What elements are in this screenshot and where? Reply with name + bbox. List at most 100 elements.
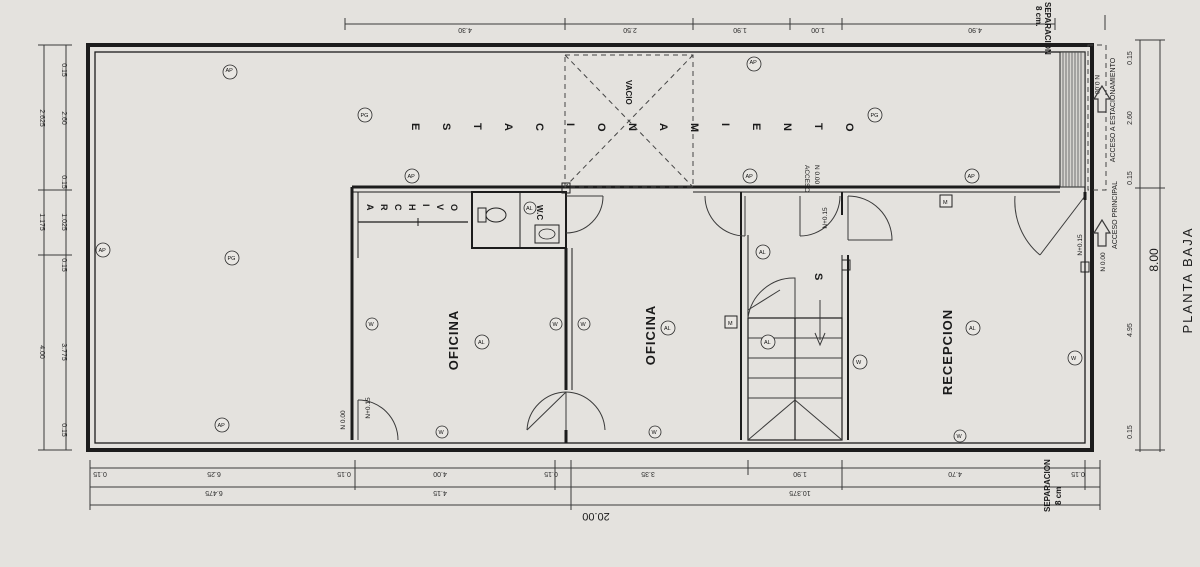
svg-text:W: W bbox=[553, 322, 559, 328]
dim-right-4: 4.95 bbox=[1127, 323, 1134, 337]
dim-left-6: 1.025 bbox=[60, 213, 67, 231]
tag-w-7: W bbox=[549, 317, 563, 331]
archivo-letter-7: O bbox=[449, 204, 459, 211]
svg-text:W: W bbox=[369, 322, 375, 328]
svg-text:AP: AP bbox=[408, 174, 416, 180]
dim-bottom-1: 0.15 bbox=[93, 470, 107, 477]
tag-w-3: W bbox=[435, 425, 449, 439]
svg-text:AP: AP bbox=[226, 68, 234, 74]
svg-text:W: W bbox=[1071, 356, 1077, 362]
doors bbox=[357, 192, 1087, 441]
svg-text:AL: AL bbox=[664, 326, 671, 332]
column-markers bbox=[561, 182, 1090, 273]
dim-bottom-4: 4.00 bbox=[433, 470, 447, 477]
tag-pg-3: PG bbox=[224, 250, 240, 266]
acceso-principal-label: ACCESO PRINCIPAL bbox=[1112, 181, 1119, 249]
vacio-void: VACIO bbox=[564, 54, 694, 188]
door-parking-3 bbox=[847, 195, 893, 241]
svg-text:W: W bbox=[652, 430, 658, 436]
plan-title: PLANTA BAJA bbox=[1180, 226, 1195, 333]
dims-bottom-row1: 0.15 6.25 0.15 4.00 0.15 3.35 1.90 4.70 … bbox=[93, 470, 1085, 477]
tag-ap-3: AP bbox=[95, 242, 111, 258]
dim-top-4: 1.00 bbox=[811, 26, 825, 33]
level-labels: ACCESO N 0.00 N+0.15 N+0.15 N+0.15 N 0.0… bbox=[340, 75, 1107, 430]
toilet-icon bbox=[485, 207, 507, 223]
level-n015-b: N+0.15 bbox=[365, 397, 372, 419]
svg-text:W: W bbox=[581, 322, 587, 328]
dim-left-1: 0.15 bbox=[60, 63, 67, 77]
dim-bottom2-1: 6.475 bbox=[205, 489, 223, 496]
access-arrows bbox=[1092, 84, 1112, 247]
vacio-label: VACIO bbox=[624, 80, 633, 105]
archivo-letter-2: R bbox=[379, 204, 389, 211]
tag-al-6: AL bbox=[523, 201, 537, 215]
tag-ap-1: AP bbox=[222, 64, 238, 80]
svg-text:W: W bbox=[957, 434, 963, 440]
dims-top: 4.30 2.50 1.90 1.00 4.90 bbox=[458, 26, 982, 33]
svg-text:AP: AP bbox=[746, 174, 754, 180]
svg-text:AL: AL bbox=[764, 340, 771, 346]
dim-left-7: 0.15 bbox=[60, 258, 67, 272]
tag-w-4: W bbox=[648, 425, 662, 439]
tag-al-2: AL bbox=[660, 320, 676, 336]
estac-letter-9: A bbox=[657, 123, 669, 131]
estac-letter-10: M bbox=[688, 123, 700, 132]
dim-top-1: 4.30 bbox=[458, 26, 472, 33]
room-labels: OFICINA OFICINA RECEPCION W.C bbox=[446, 205, 955, 395]
svg-text:AP: AP bbox=[218, 423, 226, 429]
tag-ap-4: AP bbox=[214, 417, 230, 433]
separacion-top-label: SEPARACION bbox=[1043, 2, 1052, 55]
dim-right-5: 0.15 bbox=[1127, 425, 1134, 439]
archivo-letter-6: V bbox=[435, 204, 445, 210]
estac-letter-14: T bbox=[812, 123, 824, 130]
svg-text:AL: AL bbox=[526, 206, 533, 212]
dim-bottom-5: 0.15 bbox=[544, 470, 558, 477]
parking-ramp bbox=[1059, 44, 1107, 191]
svg-text:PG: PG bbox=[361, 113, 369, 119]
dim-bottom2-2: 4.15 bbox=[433, 489, 447, 496]
svg-text:M: M bbox=[728, 321, 733, 327]
dim-left-10: 0.15 bbox=[60, 423, 67, 437]
svg-text:AL: AL bbox=[969, 326, 976, 332]
level-n000-a: N 0.00 bbox=[340, 410, 347, 430]
separacion-labels: SEPARACION 8 cm. SEPARACION 8 cm bbox=[1034, 2, 1063, 512]
arrow-parking-icon bbox=[1092, 84, 1112, 113]
tag-pg-1: PG bbox=[357, 107, 373, 123]
tag-al-4: AL bbox=[755, 244, 771, 260]
stair-up-label: S bbox=[812, 273, 824, 280]
level-n015-c: N+0.15 bbox=[1077, 234, 1084, 256]
tag-pg-2: PG bbox=[867, 107, 883, 123]
svg-text:AP: AP bbox=[750, 60, 758, 66]
sink-icon bbox=[534, 224, 560, 244]
tag-w-1: W bbox=[852, 354, 868, 370]
estac-letter-8: N bbox=[626, 123, 638, 131]
door-between-offices bbox=[526, 391, 606, 431]
dim-left-2: 2.625 bbox=[38, 109, 45, 127]
archivo-letter-1: A bbox=[365, 204, 375, 211]
dim-right-3: 0.15 bbox=[1127, 171, 1134, 185]
dim-left-3: 2.60 bbox=[60, 111, 67, 125]
dimension-lines bbox=[38, 15, 1165, 510]
door-parking-1 bbox=[704, 195, 746, 237]
dim-bottom-7: 1.90 bbox=[793, 470, 807, 477]
door-main-entry bbox=[1014, 192, 1087, 256]
tag-ap-7: AP bbox=[964, 168, 980, 184]
exterior-walls bbox=[86, 43, 1094, 452]
svg-text:M: M bbox=[943, 200, 948, 206]
tag-al-3: AL bbox=[965, 320, 981, 336]
tag-w-5: W bbox=[953, 429, 967, 443]
separacion-bottom-value: 8 cm bbox=[1054, 487, 1063, 505]
total-width-label: 8.00 bbox=[1147, 248, 1161, 272]
finish-tags: AP AP AP AP AP AP AP PG PG PG AL AL AL A… bbox=[95, 56, 1083, 443]
acceso-parking-level: N 0.00 bbox=[813, 165, 820, 185]
estac-letter-7: O bbox=[595, 123, 607, 132]
total-length-label: 20.00 bbox=[582, 510, 610, 522]
estac-letter-4: A bbox=[502, 123, 514, 131]
estac-letter-15: O bbox=[843, 123, 855, 132]
dims-bottom-row2: 6.475 4.15 10.375 bbox=[205, 489, 811, 496]
estac-letter-12: E bbox=[750, 123, 762, 130]
dim-top-5: 4.90 bbox=[968, 26, 982, 33]
dim-right-2: 2.60 bbox=[1127, 111, 1134, 125]
estac-letter-2: S bbox=[440, 123, 452, 130]
